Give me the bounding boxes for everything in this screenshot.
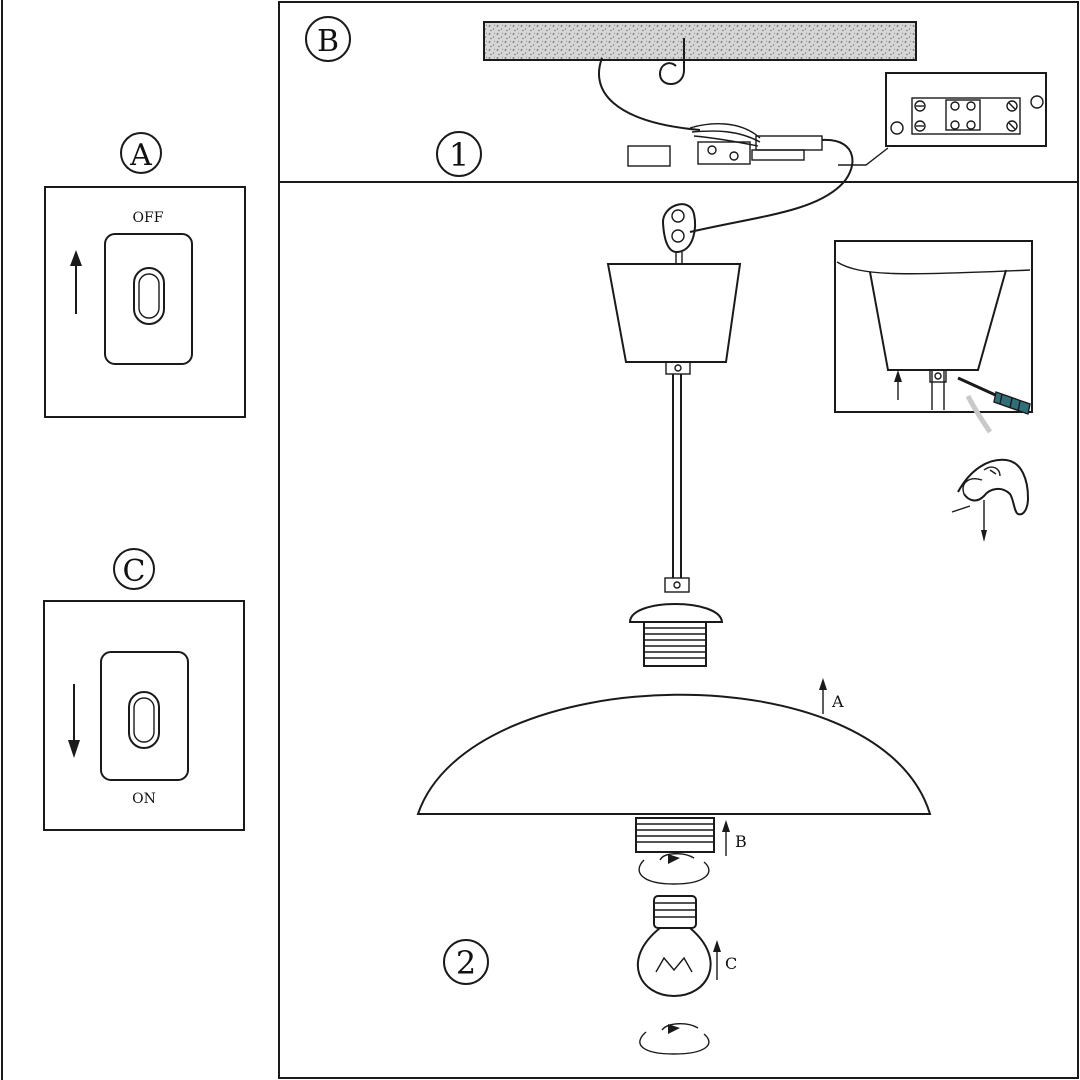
canopy-clamp (665, 361, 691, 375)
canopy-screw-inset (834, 240, 1033, 415)
lamp-cord-upper (689, 138, 854, 233)
switch-off-label: OFF (133, 210, 164, 226)
shade-ring (635, 817, 715, 853)
panel-a-letter: A (129, 138, 152, 173)
panel-c-letter: C (123, 554, 146, 589)
panel-c-frame (43, 600, 245, 831)
panel-b-letter: B (317, 24, 339, 59)
switch-plate-icon (104, 233, 193, 365)
svg-text:A: A (831, 692, 844, 711)
lamp-socket (628, 577, 724, 667)
switch-plate-icon (100, 651, 189, 781)
ceiling-hook-icon (658, 38, 685, 85)
ceiling-block (483, 21, 917, 61)
panel-c: C ON (43, 548, 245, 831)
down-arrow-icon (68, 684, 80, 758)
screwdriver-icon (957, 376, 1031, 415)
screwdriver-motion (965, 394, 993, 434)
rotate-arrow-icon (638, 853, 710, 885)
supply-wire (597, 57, 701, 131)
part-arrow-b: B (722, 820, 747, 856)
step-2-number: 2 (456, 944, 476, 982)
panel-a: A OFF (44, 132, 246, 418)
part-arrow-a: A (819, 678, 844, 714)
cord-grip (661, 203, 697, 264)
up-arrow-icon (70, 250, 82, 314)
hand-icon (951, 458, 1030, 542)
terminal-block-icon (885, 72, 1047, 147)
pendant-lamp (416, 203, 932, 1055)
lamp-shade (416, 693, 932, 815)
panel-a-badge (120, 132, 162, 174)
wire-connector (697, 141, 751, 165)
rotate-arrow-icon (639, 1023, 710, 1055)
step-1-number: 1 (449, 136, 469, 174)
svg-text:C: C (725, 954, 737, 973)
panel-c-badge (113, 548, 155, 590)
switch-on-label: ON (132, 791, 156, 807)
mounting-bracket (627, 145, 671, 167)
light-bulb-icon (636, 895, 712, 998)
step-2-badge (443, 939, 489, 985)
panel-a-frame (44, 186, 246, 418)
step-1-badge (436, 131, 482, 177)
panel-b-badge (305, 16, 351, 62)
part-arrow-c: C (713, 940, 737, 980)
panel-b: B 1 (305, 16, 1047, 233)
up-arrow-icon (894, 370, 902, 400)
svg-text:B: B (735, 832, 747, 851)
ceiling-canopy (606, 263, 742, 363)
